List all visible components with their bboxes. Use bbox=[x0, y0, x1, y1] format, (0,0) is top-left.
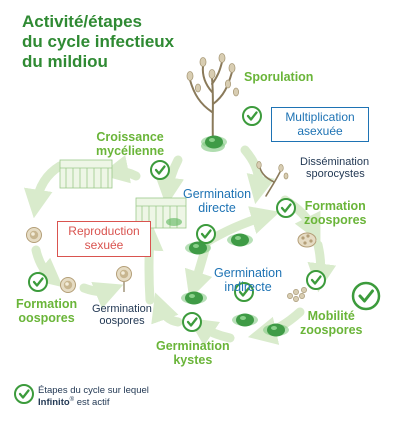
arrow-icon bbox=[151, 292, 183, 327]
label-germination-kystes: Germination kystes bbox=[156, 339, 230, 367]
legend-registered: ® bbox=[69, 396, 75, 403]
label-sporulation: Sporulation bbox=[244, 70, 314, 84]
check-icon bbox=[241, 105, 263, 127]
legend: Étapes du cycle sur lequel Infinito® est… bbox=[38, 385, 149, 409]
label-formation-oospores: Formation oospores bbox=[16, 297, 78, 325]
arrow-icon bbox=[240, 145, 275, 205]
spore-icon bbox=[287, 287, 307, 302]
legend-suffix: est actif bbox=[74, 396, 110, 408]
check-icon bbox=[27, 271, 49, 293]
check-icon bbox=[195, 223, 217, 245]
check-icon bbox=[149, 159, 171, 181]
label-croissance-mycelienne: Croissance mycélienne bbox=[96, 130, 165, 158]
arrow-icon bbox=[31, 245, 64, 288]
legend-line1: Étapes du cycle sur lequel bbox=[38, 385, 149, 396]
legend-line2: Infinito® est actif bbox=[38, 397, 149, 409]
legend-brand: Infinito bbox=[38, 396, 70, 408]
arrow-icon bbox=[79, 281, 124, 309]
label-mobilite-zoospores: Mobilité zoospores bbox=[300, 309, 363, 337]
leaf-tissue-icon bbox=[59, 159, 113, 189]
label-germination-indirecte: Germination indirecte bbox=[214, 266, 283, 294]
check-icon bbox=[181, 311, 203, 333]
check-icon bbox=[275, 197, 297, 219]
spore-icon bbox=[297, 232, 317, 248]
arrow-icon bbox=[99, 155, 141, 184]
spore-icon bbox=[26, 227, 132, 293]
label-dissemination-sporocystes: Dissémination sporocystes bbox=[300, 156, 370, 181]
check-icon bbox=[13, 383, 35, 405]
cycle-arrows bbox=[23, 145, 337, 346]
arrow-icon bbox=[155, 155, 184, 207]
check-icon bbox=[351, 281, 381, 311]
page-title: Activité/étapes du cycle infectieux du m… bbox=[22, 12, 175, 71]
plant-icon bbox=[186, 53, 239, 152]
box-reproduction-sexuee: Reproduction sexuée bbox=[57, 221, 151, 257]
spore-icon bbox=[256, 161, 289, 197]
arrow-icon bbox=[23, 161, 65, 219]
arrow-icon bbox=[188, 318, 235, 346]
box-multiplication-asexuee: Multiplication asexuée bbox=[271, 107, 369, 142]
label-germination-directe: Germination directe bbox=[183, 187, 252, 215]
label-germination-oospores: Germination oospores bbox=[92, 303, 152, 328]
check-icon bbox=[305, 269, 327, 291]
label-formation-zoospores: Formation zoospores bbox=[304, 199, 367, 227]
